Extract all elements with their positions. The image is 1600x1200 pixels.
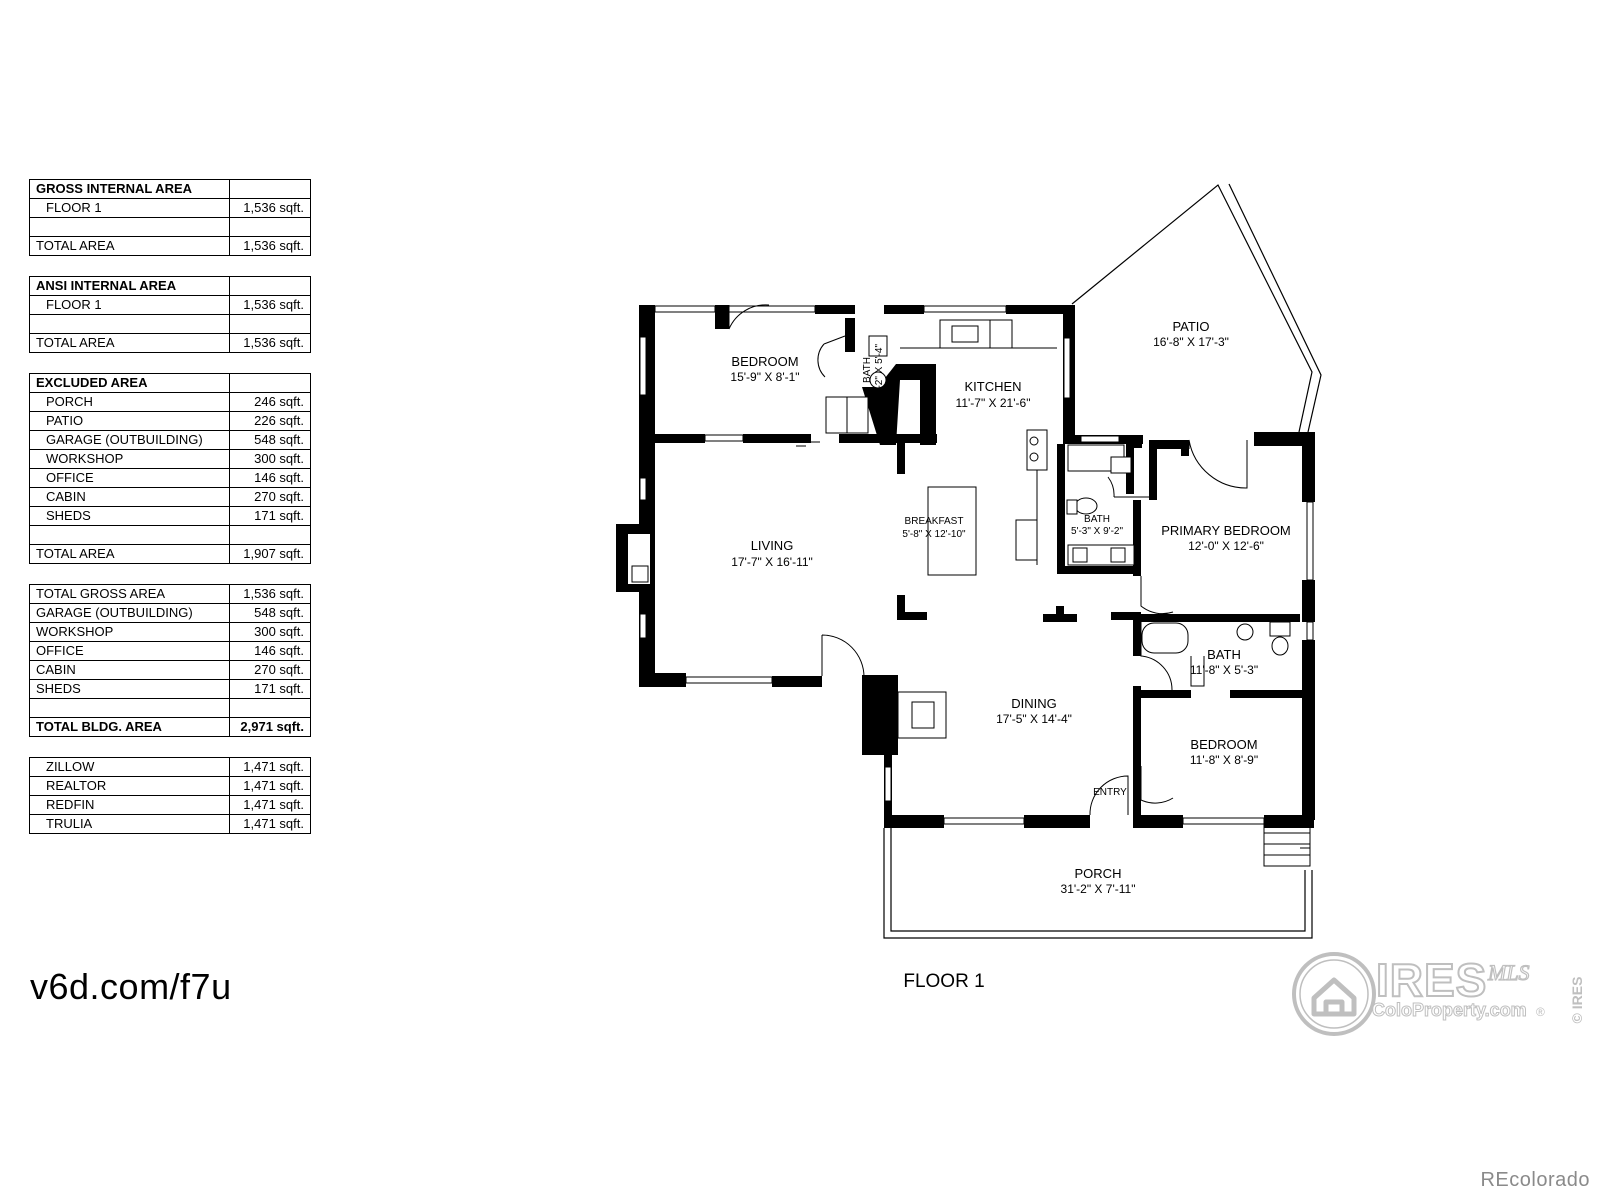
room-dim: 3'-2" X 5'-4" xyxy=(874,344,885,397)
area-label: WORKSHOP xyxy=(29,449,230,469)
room-name: PORCH xyxy=(1075,866,1122,881)
registered-mark: ® xyxy=(1536,1005,1545,1019)
doors xyxy=(728,304,1248,816)
floor-label: FLOOR 1 xyxy=(903,971,984,992)
porch-outline xyxy=(883,828,1313,939)
area-value: 2,971 sqft. xyxy=(229,717,311,737)
room-name: PATIO xyxy=(1172,319,1209,334)
area-value: 226 sqft. xyxy=(229,411,311,431)
watermark: REcolorado xyxy=(1480,1169,1590,1191)
area-label: TOTAL AREA xyxy=(29,333,230,353)
area-label: ANSI INTERNAL AREA xyxy=(29,276,230,296)
side-text: © IRES xyxy=(1569,977,1585,1024)
area-label: OFFICE xyxy=(29,468,230,488)
area-value: 548 sqft. xyxy=(229,430,311,450)
room-dim: 31'-2" X 7'-11" xyxy=(1061,882,1136,896)
room-dim: 5'-3" X 9'-2" xyxy=(1071,526,1124,537)
room-dim: 5'-8" X 12'-10" xyxy=(902,529,966,540)
room-name: BEDROOM xyxy=(1190,737,1257,752)
room-name: PRIMARY BEDROOM xyxy=(1161,523,1291,538)
area-value: 1,536 sqft. xyxy=(229,333,311,353)
room-dim: 15'-9" X 8'-1" xyxy=(730,370,799,384)
area-row xyxy=(29,217,311,237)
room-name: KITCHEN xyxy=(964,379,1021,394)
room-name: DINING xyxy=(1011,696,1057,711)
walls xyxy=(616,305,1315,828)
room-dim: 12'-0" X 12'-6" xyxy=(1188,539,1264,553)
area-label: TOTAL AREA xyxy=(29,544,230,564)
windows xyxy=(639,305,1314,825)
room-name: BEDROOM xyxy=(731,354,798,369)
area-row xyxy=(29,698,311,718)
site-text: ColoProperty.com xyxy=(1372,1000,1527,1020)
area-value: 1,536 sqft. xyxy=(229,236,311,256)
area-value: 548 sqft. xyxy=(229,603,311,623)
area-value: 300 sqft. xyxy=(229,449,311,469)
area-value: 1,471 sqft. xyxy=(229,795,311,815)
room-labels: BEDROOM 15'-9" X 8'-1" BATH 3'-2" X 5'-4… xyxy=(730,319,1290,992)
short-url: v6d.com/f7u xyxy=(30,966,232,1007)
area-row xyxy=(29,314,311,334)
room-name: BATH xyxy=(1207,647,1241,662)
area-value: 1,536 sqft. xyxy=(229,295,311,315)
room-name: BATH xyxy=(862,357,873,383)
room-dim: 11'-7" X 21'-6" xyxy=(956,396,1031,410)
house-icon xyxy=(1311,977,1357,1017)
room-dim: 11'-8" X 8'-9" xyxy=(1190,753,1258,767)
room-name: BATH xyxy=(1084,514,1110,525)
area-label: TOTAL BLDG. AREA xyxy=(29,717,230,737)
mls-text: MLS xyxy=(1487,960,1530,985)
room-dim: 16'-8" X 17'-3" xyxy=(1153,335,1229,349)
area-value: 300 sqft. xyxy=(229,622,311,642)
area-value: 1,471 sqft. xyxy=(229,757,311,777)
area-label: TOTAL AREA xyxy=(29,236,230,256)
room-name: LIVING xyxy=(751,538,794,553)
fixtures xyxy=(825,319,1291,739)
room-name: ENTRY xyxy=(1093,787,1127,798)
brand-text: IRES xyxy=(1376,954,1487,1006)
area-row: GROSS INTERNAL AREA xyxy=(29,179,311,199)
ires-logo: IRES MLS ColoProperty.com ® © IRES xyxy=(1292,952,1585,1036)
room-dim: 17'-7" X 16'-11" xyxy=(731,555,813,569)
area-value: 1,907 sqft. xyxy=(229,544,311,564)
patio-outline xyxy=(1071,183,1322,433)
room-name: BREAKFAST xyxy=(905,516,964,527)
area-value: 270 sqft. xyxy=(229,487,311,507)
room-dim: 11'-8" X 5'-3" xyxy=(1190,663,1258,677)
room-dim: 17'-5" X 14'-4" xyxy=(996,712,1072,726)
area-value: 1,471 sqft. xyxy=(229,814,311,834)
area-label: TRULIA xyxy=(29,814,230,834)
steps-icon xyxy=(1263,821,1311,867)
area-label: SHEDS xyxy=(29,679,230,699)
